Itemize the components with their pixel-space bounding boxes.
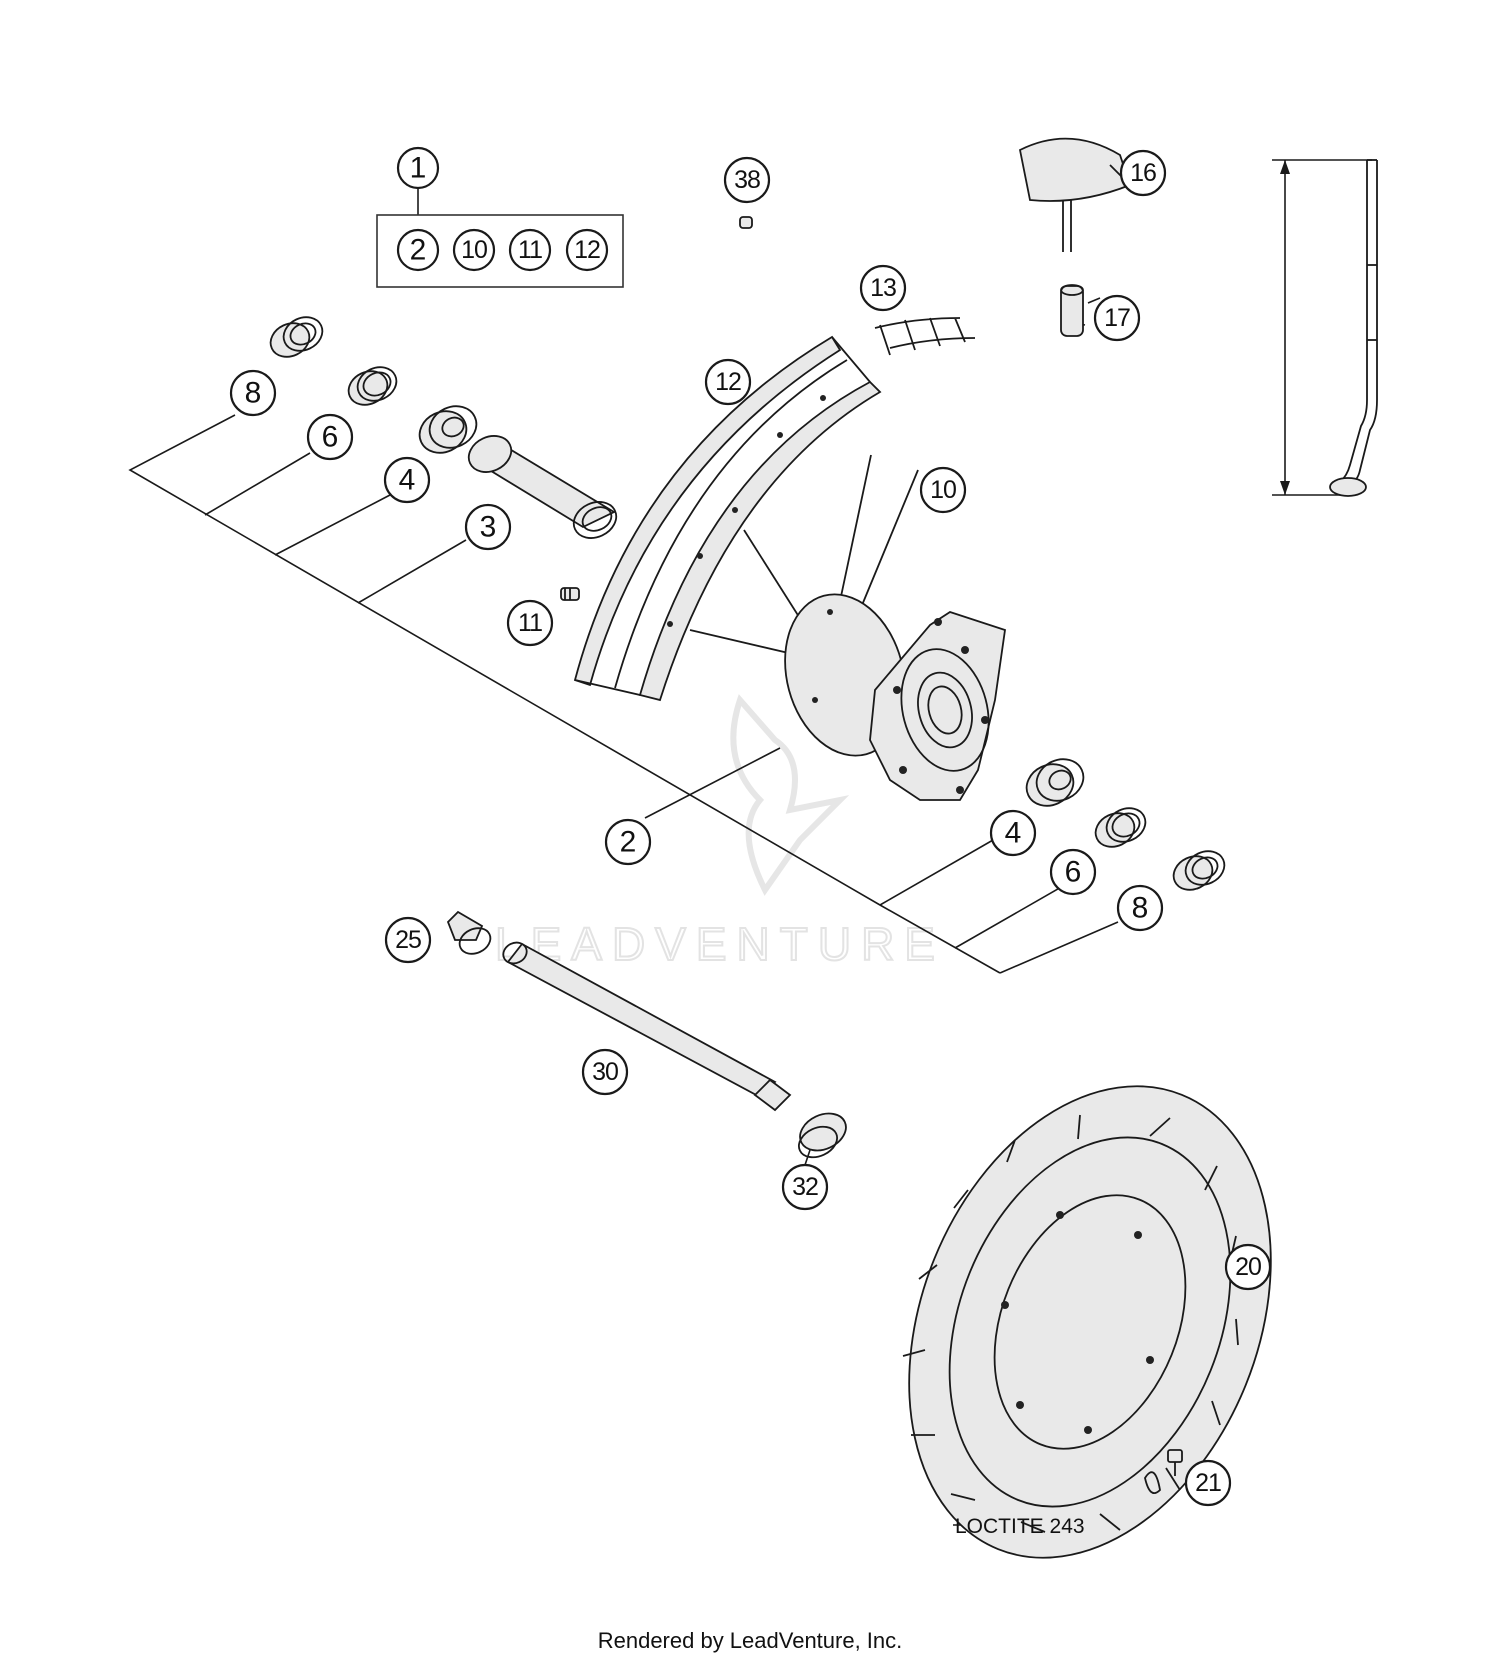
plug-38 xyxy=(739,216,753,229)
svg-text:30: 30 xyxy=(592,1058,618,1086)
svg-text:3: 3 xyxy=(480,511,497,544)
callout-12-rim: 12 xyxy=(704,358,752,406)
svg-text:38: 38 xyxy=(734,166,760,194)
callout-11-kit: 11 xyxy=(508,228,552,272)
svg-text:2: 2 xyxy=(620,826,637,859)
callout-2-hub: 2 xyxy=(604,818,652,866)
parts-right xyxy=(874,137,1226,891)
watermark-text: LEADVENTURE xyxy=(495,918,945,970)
svg-text:12: 12 xyxy=(715,368,741,396)
svg-text:12: 12 xyxy=(574,236,600,264)
callout-12-kit: 12 xyxy=(565,228,609,272)
svg-text:8: 8 xyxy=(245,377,262,410)
svg-text:11: 11 xyxy=(518,236,542,264)
footer-credit: Rendered by LeadVenture, Inc. xyxy=(597,1628,903,1653)
svg-text:21: 21 xyxy=(1195,1469,1221,1497)
ring-6-right xyxy=(1094,807,1147,848)
callout-8-left: 8 xyxy=(229,369,277,417)
tube-valve-16 xyxy=(1018,137,1132,252)
leader-lines xyxy=(128,297,1224,1526)
callout-8-right: 8 xyxy=(1116,884,1164,932)
hub-2 xyxy=(784,593,1006,801)
callout-6-left: 6 xyxy=(306,413,354,461)
seal-8-left xyxy=(269,316,324,358)
svg-text:16: 16 xyxy=(1130,159,1156,187)
ring-6-left xyxy=(347,366,398,406)
nut-25 xyxy=(446,910,492,955)
callout-20: 20 xyxy=(1224,1243,1272,1291)
svg-text:25: 25 xyxy=(395,926,421,954)
bearing-4-left xyxy=(418,405,478,454)
svg-text:1: 1 xyxy=(410,152,427,185)
svg-text:10: 10 xyxy=(930,476,956,504)
callout-4-left: 4 xyxy=(383,456,431,504)
callout-10-kit: 10 xyxy=(452,228,496,272)
svg-text:32: 32 xyxy=(792,1173,818,1201)
nipple-11 xyxy=(560,587,580,601)
spacer-3 xyxy=(467,435,618,539)
svg-text:13: 13 xyxy=(870,274,896,302)
bearing-4-right xyxy=(1025,758,1085,807)
svg-text:4: 4 xyxy=(399,464,416,497)
svg-text:11: 11 xyxy=(518,609,542,637)
svg-text:6: 6 xyxy=(322,421,339,454)
svg-text:6: 6 xyxy=(1065,856,1082,889)
loctite-note: LOCTITE 243 xyxy=(955,1515,1085,1538)
rim-band-13 xyxy=(874,317,976,356)
axle-30 xyxy=(502,941,792,1112)
callout-1: 1 xyxy=(396,146,440,190)
callout-16: 16 xyxy=(1119,149,1167,197)
svg-text:2: 2 xyxy=(410,234,427,267)
axle-parts xyxy=(446,910,847,1159)
spoke-dimension xyxy=(1272,159,1378,497)
callout-6-right: 6 xyxy=(1049,848,1097,896)
svg-text:4: 4 xyxy=(1005,817,1022,850)
svg-text:10: 10 xyxy=(461,236,487,264)
callout-11-nipple: 11 xyxy=(506,599,554,647)
callout-38: 38 xyxy=(723,156,771,204)
callout-32: 32 xyxy=(781,1163,829,1211)
callout-2-kit: 2 xyxy=(396,228,440,272)
bolt-21 xyxy=(1144,1449,1183,1494)
svg-text:20: 20 xyxy=(1235,1253,1261,1281)
callout-4-right: 4 xyxy=(989,809,1037,857)
callout-25: 25 xyxy=(384,916,432,964)
brake-disc-20 xyxy=(902,1085,1272,1559)
watermark: LEADVENTURE xyxy=(494,694,945,971)
kit-bracket xyxy=(376,188,624,288)
callout-17: 17 xyxy=(1093,294,1141,342)
parts-left xyxy=(269,216,753,601)
rim-12 xyxy=(573,335,882,702)
callouts: 1 2 10 11 12 38 16 13 17 8 6 4 3 12 10 1… xyxy=(229,146,1272,1507)
svg-text:17: 17 xyxy=(1104,304,1130,332)
callout-10-spoke: 10 xyxy=(919,466,967,514)
valve-nut-17 xyxy=(1060,284,1084,337)
nut-32 xyxy=(798,1112,847,1159)
seal-8-right xyxy=(1172,850,1226,891)
svg-text:8: 8 xyxy=(1132,892,1149,925)
callout-13: 13 xyxy=(859,264,907,312)
callout-30: 30 xyxy=(581,1048,629,1096)
callout-3: 3 xyxy=(464,503,512,551)
callout-21: 21 xyxy=(1184,1459,1232,1507)
